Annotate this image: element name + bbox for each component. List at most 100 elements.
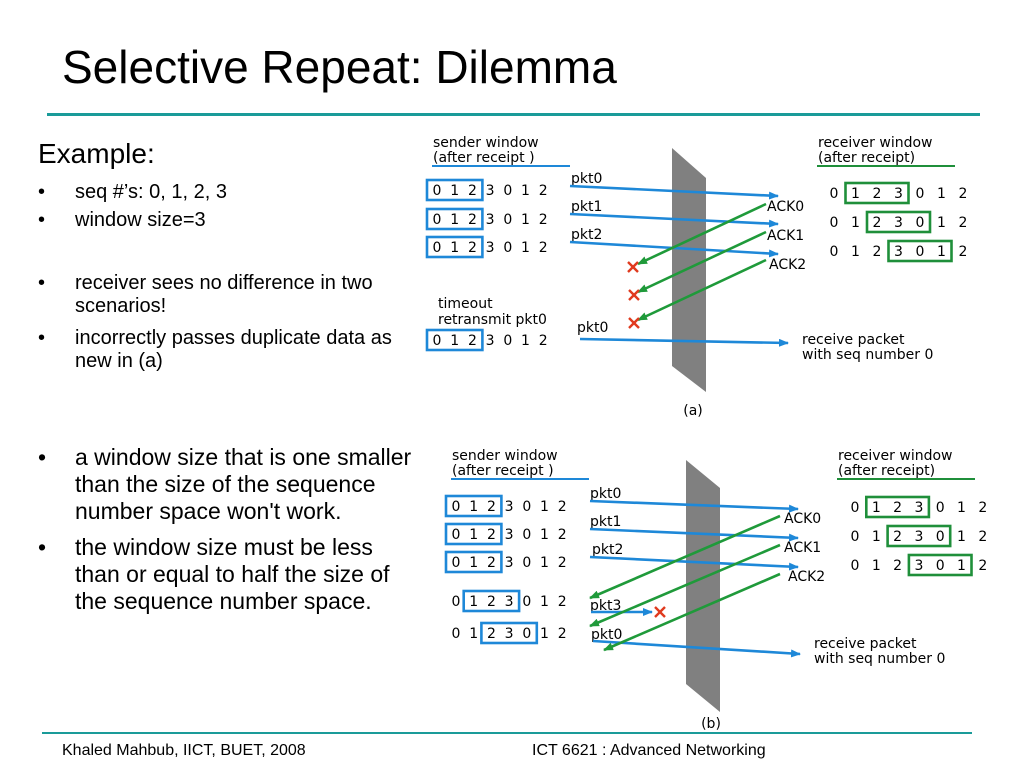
bullet-group-params: seq #’s: 0, 1, 2, 3 window size=3: [38, 181, 418, 232]
ack-arrow-a: [637, 230, 767, 294]
seq-number: 1: [450, 333, 459, 349]
bullet-no-difference: receiver sees no difference in two scena…: [38, 272, 418, 318]
seq-number: 1: [540, 594, 549, 610]
seq-number: 0: [830, 215, 839, 231]
window-box: [887, 239, 953, 263]
seq-number: 1: [521, 212, 530, 228]
seq-number: 0: [936, 558, 945, 574]
seq-number: 0: [830, 186, 839, 202]
seq-number: 3: [486, 183, 495, 199]
data-arrow-b: [589, 499, 799, 513]
seq-number: 0: [503, 333, 512, 349]
seq-number: 1: [851, 186, 860, 202]
seq-number: 1: [540, 626, 549, 642]
seq-number: 0: [851, 558, 860, 574]
seq-number: 1: [450, 240, 459, 256]
ack-label-a: ACK2: [769, 257, 806, 273]
timeout-label: timeout: [438, 296, 493, 312]
seq-number: 2: [873, 244, 882, 260]
loss-x-icon: [627, 261, 639, 273]
window-box: [865, 210, 932, 234]
seq-number: 1: [521, 183, 530, 199]
seq-number: 2: [893, 529, 902, 545]
loss-x-stroke: [627, 261, 639, 273]
seq-number: 1: [540, 527, 549, 543]
receive-packet-label-b-sub: with seq number 0: [814, 651, 945, 667]
receive-packet-label-a-sub: with seq number 0: [802, 347, 933, 363]
packet-label-a: pkt1: [571, 199, 602, 215]
seq-number: 2: [893, 558, 902, 574]
seq-number: 1: [851, 215, 860, 231]
seq-number: 2: [487, 527, 496, 543]
seq-number: 0: [916, 244, 925, 260]
seq-number: 0: [452, 555, 461, 571]
seq-number: 2: [539, 240, 548, 256]
window-box: [444, 522, 503, 546]
seq-number: 0: [503, 212, 512, 228]
seq-number: 2: [978, 558, 987, 574]
sender-window-header-b: sender window: [452, 448, 558, 464]
data-arrow-b: [592, 639, 801, 658]
seq-number: 0: [851, 500, 860, 516]
seq-number: 0: [503, 240, 512, 256]
ack-arrow-b: [603, 572, 781, 652]
seq-number: 2: [558, 594, 567, 610]
footer-divider: [42, 732, 972, 734]
diagram-caption-a: (a): [683, 403, 703, 419]
seq-number: 0: [522, 594, 531, 610]
receiver-window-header-b: receiver window: [838, 448, 952, 464]
seq-number: 0: [433, 183, 442, 199]
seq-number: 2: [558, 626, 567, 642]
packet-label-b: pkt3: [590, 598, 621, 614]
seq-number: 1: [937, 186, 946, 202]
bullet-group-observations: receiver sees no difference in two scena…: [38, 272, 418, 373]
packet-label-a: pkt0: [571, 171, 602, 187]
seq-number: 2: [487, 594, 496, 610]
bullet-group-conclusions: a window size that is one smaller than t…: [38, 444, 420, 615]
loss-x-stroke: [628, 317, 640, 329]
seq-number: 2: [468, 333, 477, 349]
ack-label-b: ACK0: [784, 511, 821, 527]
seq-number: 3: [505, 555, 514, 571]
bullet-window-size: window size=3: [38, 209, 418, 232]
window-box: [864, 495, 931, 519]
seq-number: 2: [558, 527, 567, 543]
footer-course: ICT 6621 : Advanced Networking: [532, 742, 766, 759]
window-box: [425, 328, 484, 352]
window-box: [425, 178, 484, 202]
seq-number: 1: [872, 529, 881, 545]
seq-number: 1: [469, 626, 478, 642]
seq-number: 3: [486, 333, 495, 349]
sender-window-header-b-sub: (after receipt ): [452, 463, 554, 479]
receive-packet-label-a: receive packet: [802, 332, 905, 348]
seq-number: 3: [894, 215, 903, 231]
seq-number: 1: [469, 594, 478, 610]
seq-number: 0: [452, 527, 461, 543]
seq-number: 1: [469, 527, 478, 543]
bullet-one-smaller: a window size that is one smaller than t…: [38, 444, 420, 525]
footer-author: Khaled Mahbub, IICT, BUET, 2008: [62, 742, 306, 759]
window-box: [480, 621, 539, 645]
packet-label-a: pkt0: [577, 320, 608, 336]
seq-number: 1: [521, 333, 530, 349]
seq-number: 2: [487, 555, 496, 571]
packet-label-b: pkt0: [591, 627, 622, 643]
seq-number: 2: [959, 215, 968, 231]
seq-number: 0: [522, 626, 531, 642]
seq-number: 3: [914, 500, 923, 516]
ack-label-a: ACK0: [767, 199, 804, 215]
bullet-seq-numbers: seq #’s: 0, 1, 2, 3: [38, 181, 418, 204]
seq-number: 2: [873, 186, 882, 202]
window-box: [886, 524, 952, 548]
seq-number: 3: [486, 212, 495, 228]
sender-window-header-a-sub: (after receipt ): [433, 150, 535, 166]
seq-number: 3: [505, 499, 514, 515]
